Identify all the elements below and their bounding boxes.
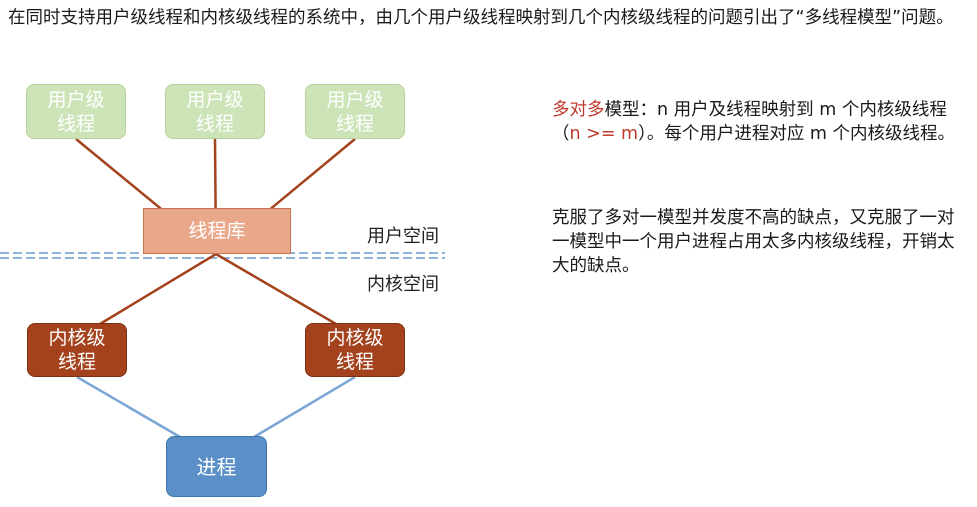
description-paragraph-2: 克服了多对一模型并发度不高的缺点，又克服了一对一模型中一个用户进程占用太多内核级…	[552, 208, 955, 276]
model-name-highlight: 多对多	[552, 100, 605, 120]
user-thread-box-2: 用户级 线程	[165, 84, 265, 139]
kernel-thread-box-2: 内核级 线程	[305, 323, 405, 377]
process-line-right	[253, 375, 356, 439]
description-tail: ）。每个用户进程对应 m 个内核级线程。	[638, 124, 956, 144]
user-thread-box-1: 用户级 线程	[26, 84, 126, 139]
user-thread-box-3: 用户级 线程	[305, 84, 405, 139]
process-line-left	[76, 375, 181, 439]
kernel-space-label: 内核空间	[367, 274, 439, 295]
description-paragraph-1: 多对多模型：n 用户及线程映射到 m 个内核级线程（n >= m）。每个用户进程…	[552, 98, 970, 146]
user-space-label: 用户空间	[367, 226, 439, 247]
intro-text: 在同时支持用户级线程和内核级线程的系统中，由几个用户级线程映射到几个内核级线程的…	[8, 8, 954, 28]
mapping-line-kernel1	[99, 252, 217, 326]
formula-highlight: n >= m	[569, 124, 639, 144]
description-text: 模型：n 用户及线程映射到 m 个内核级线程（	[552, 100, 947, 144]
process-box: 进程	[166, 436, 267, 497]
mapping-line-kernel2	[215, 252, 337, 326]
thread-library-box: 线程库	[143, 208, 291, 254]
kernel-thread-box-1: 内核级 线程	[27, 323, 127, 377]
